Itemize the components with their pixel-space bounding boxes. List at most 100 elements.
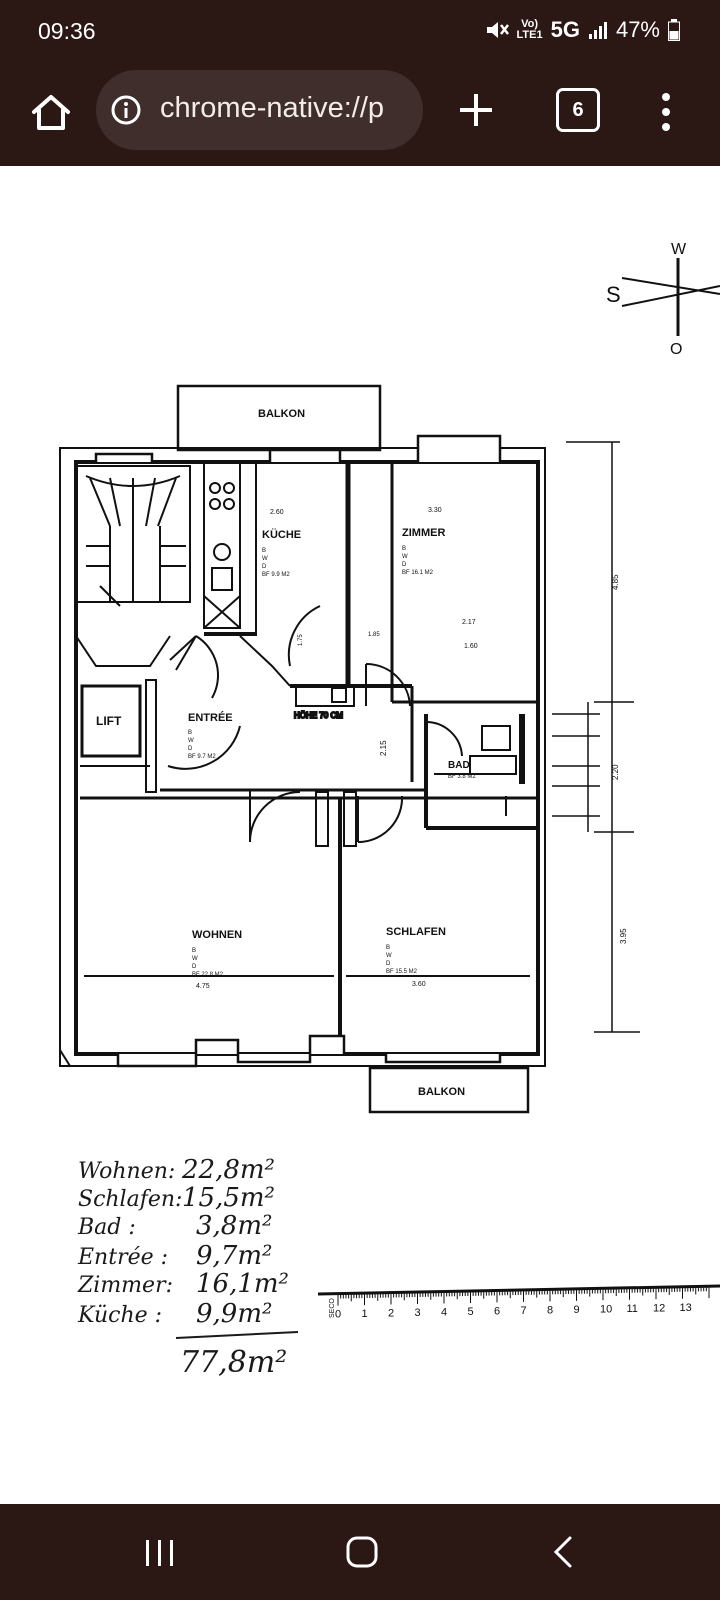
svg-text:BF 22.8 M2: BF 22.8 M2 <box>192 972 224 978</box>
scale-number: 4 <box>441 1307 447 1319</box>
svg-text:BALKON: BALKON <box>418 1086 465 1098</box>
svg-text:9,7m²: 9,7m² <box>196 1241 272 1271</box>
svg-text:BF 9.7 M2: BF 9.7 M2 <box>188 754 216 760</box>
compass-o: O <box>670 341 682 358</box>
home-nav-icon[interactable] <box>342 1532 382 1572</box>
scale-number: 7 <box>521 1305 527 1317</box>
back-icon[interactable] <box>548 1532 578 1572</box>
svg-text:B: B <box>192 948 196 954</box>
svg-text:B: B <box>262 548 266 554</box>
svg-text:16,1m²: 16,1m² <box>196 1269 289 1299</box>
svg-text:BF 15.5 M2: BF 15.5 M2 <box>386 969 418 975</box>
address-bar[interactable]: chrome-native://p <box>96 70 423 150</box>
system-nav-bar <box>0 1504 720 1600</box>
url-text[interactable]: chrome-native://p <box>160 92 385 124</box>
info-icon[interactable] <box>110 94 142 126</box>
svg-text:W: W <box>402 554 408 560</box>
dim-zimmer-2: 2.17 <box>462 619 476 626</box>
scale-number: 5 <box>468 1306 474 1318</box>
scale-number: 10 <box>600 1303 612 1315</box>
svg-text:W: W <box>386 953 392 959</box>
windows-bottom <box>116 1034 502 1068</box>
svg-text:1.75: 1.75 <box>298 634 304 646</box>
scale-number: 2 <box>388 1308 394 1320</box>
svg-text:D: D <box>188 746 193 752</box>
scale-number: 11 <box>627 1303 638 1315</box>
page-content: W S O BALKON <box>0 166 720 1504</box>
svg-text:LIFT: LIFT <box>96 714 122 728</box>
network-type: 5G <box>550 17 580 42</box>
svg-text:W: W <box>188 738 194 744</box>
svg-text:ENTRÉE: ENTRÉE <box>188 711 233 724</box>
scale-number: 3 <box>415 1307 421 1319</box>
svg-text:WOHNEN: WOHNEN <box>192 929 242 941</box>
signal-icon <box>588 22 607 39</box>
svg-text:Entrée :: Entrée : <box>77 1245 168 1270</box>
svg-text:B: B <box>386 945 390 951</box>
scale-number: 1 <box>362 1308 368 1320</box>
dim-kueche: 2.60 <box>270 509 284 516</box>
svg-text:D: D <box>192 964 197 970</box>
svg-text:SECO: SECO <box>329 1298 336 1318</box>
svg-text:3,8m²: 3,8m² <box>196 1211 272 1241</box>
svg-text:Bad :: Bad : <box>77 1215 136 1240</box>
svg-text:1.85: 1.85 <box>368 632 380 638</box>
svg-text:22,8m²: 22,8m² <box>181 1155 275 1185</box>
svg-text:D: D <box>262 564 267 570</box>
dim-zimmer-3: 1.60 <box>464 643 478 650</box>
svg-text:Zimmer:: Zimmer: <box>77 1273 173 1298</box>
room-kueche: KÜCHE B W D BF 9.9 M2 2.60 <box>262 509 301 578</box>
volte-indicator: Vo) LTE1 <box>516 18 543 41</box>
svg-text:BF 16.1 M2: BF 16.1 M2 <box>402 570 434 576</box>
compass: W S O <box>606 241 720 358</box>
battery-percent: 47% <box>615 17 660 42</box>
interior-walls <box>80 462 538 1050</box>
status-time: 09:36 <box>38 18 96 44</box>
svg-text:B: B <box>402 546 406 552</box>
svg-text:D: D <box>386 961 391 967</box>
svg-text:KÜCHE: KÜCHE <box>262 528 301 541</box>
svg-text:BF 3.8 M2: BF 3.8 M2 <box>448 774 476 780</box>
recent-apps-icon[interactable] <box>142 1532 178 1572</box>
svg-text:Schlafen:: Schlafen: <box>78 1187 182 1212</box>
dim-schlafen: 3.60 <box>412 981 426 988</box>
tab-switcher-button[interactable]: 6 <box>556 88 600 132</box>
scale-number: 6 <box>494 1305 500 1317</box>
svg-text:4.85: 4.85 <box>611 574 620 590</box>
svg-text:ZIMMER: ZIMMER <box>402 527 445 539</box>
compass-s: S <box>606 282 621 307</box>
dimension-lines <box>552 441 640 1033</box>
home-icon[interactable] <box>26 88 76 138</box>
scale-number: 8 <box>547 1304 553 1316</box>
svg-text:W: W <box>262 556 268 562</box>
svg-text:2.20: 2.20 <box>611 764 620 780</box>
compass-w: W <box>671 241 687 258</box>
status-icons: Vo) LTE1 5G 47% <box>485 17 680 43</box>
floor-plan: W S O BALKON <box>59 241 720 1380</box>
svg-text:BF 9.9 M2: BF 9.9 M2 <box>262 572 290 578</box>
svg-text:Küche :: Küche : <box>77 1303 162 1328</box>
door-swings <box>167 605 463 847</box>
room-entree: ENTRÉE B W D BF 9.7 M2 <box>188 711 233 760</box>
windows-top <box>94 434 502 462</box>
svg-text:15,5m²: 15,5m² <box>182 1183 275 1213</box>
dim-zimmer: 3.30 <box>428 507 442 514</box>
svg-text:9,9m²: 9,9m² <box>196 1299 272 1329</box>
svg-text:D: D <box>402 562 407 568</box>
scale-number: 13 <box>680 1302 692 1314</box>
svg-text:2.15: 2.15 <box>379 740 388 756</box>
menu-dots-icon[interactable] <box>660 92 672 132</box>
scale-number: 0 <box>335 1309 341 1321</box>
balkon-top: BALKON <box>176 384 382 452</box>
balkon-bottom: BALKON <box>368 1066 530 1114</box>
browser-toolbar: chrome-native://p 6 <box>0 66 720 166</box>
dim-hoehe: HÖHE 70 CM <box>294 711 343 720</box>
room-bad: BAD BF 3.8 M2 <box>448 760 476 780</box>
bath-fixtures: HÖHE 70 CM <box>293 685 517 816</box>
svg-text:BAD: BAD <box>448 760 470 771</box>
lift: LIFT <box>80 679 157 793</box>
room-wohnen: WOHNEN B W D BF 22.8 M2 4.75 <box>192 929 242 990</box>
kitchen-counter <box>203 461 241 629</box>
new-tab-icon[interactable] <box>456 90 496 130</box>
